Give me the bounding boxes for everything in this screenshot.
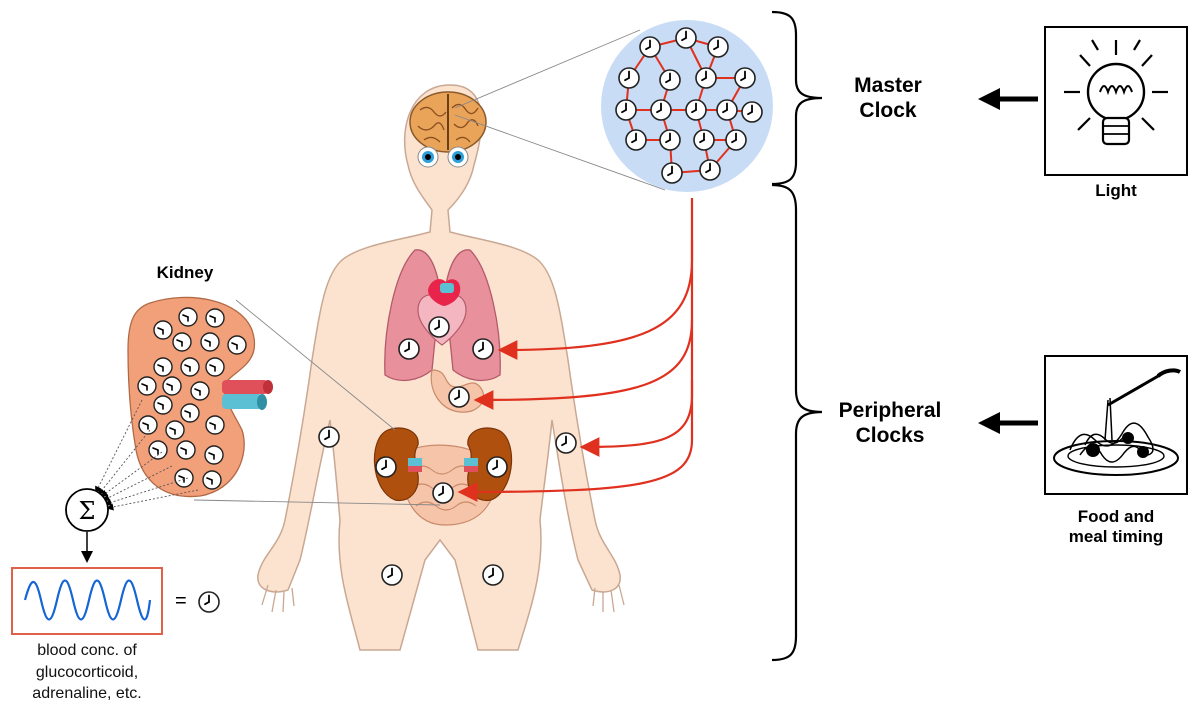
peripheral-clocks-label: Peripheral Clocks: [825, 398, 955, 448]
food-label: Food and meal timing: [1046, 507, 1186, 548]
caption-line3: adrenaline, etc.: [2, 683, 172, 705]
sine-wave-icon: [12, 568, 162, 634]
human-body: [258, 85, 624, 650]
light-label: Light: [1066, 181, 1166, 201]
master-clock-label: Master Clock: [838, 73, 938, 123]
caption-line1: blood conc. of: [2, 640, 172, 662]
input-arrows: [998, 99, 1038, 423]
light-bulb-icon: [1045, 27, 1187, 175]
sum-icon: Σ: [66, 489, 108, 531]
peripheral-clocks-line1: Peripheral: [825, 398, 955, 423]
master-clock-brace: [772, 12, 822, 184]
master-clock-network: [601, 20, 773, 192]
food-line2: meal timing: [1046, 527, 1186, 547]
equals-clock-icon: [199, 592, 219, 612]
wave-caption: blood conc. of glucocorticoid, adrenalin…: [2, 640, 172, 705]
light-arrow-head: [978, 88, 1000, 110]
peripheral-clocks-line2: Clocks: [825, 423, 955, 448]
caption-line2: glucocorticoid,: [2, 662, 172, 684]
food-line1: Food and: [1046, 507, 1186, 527]
sum-symbol: Σ: [79, 497, 96, 525]
master-clock-line1: Master: [838, 73, 938, 98]
spaghetti-plate-icon: [1045, 356, 1187, 494]
master-clock-line2: Clock: [838, 98, 938, 123]
equals-sign: =: [175, 590, 187, 613]
peripheral-clocks-brace: [772, 185, 822, 660]
food-arrow-head: [978, 412, 1000, 434]
kidney-label: Kidney: [135, 263, 235, 283]
